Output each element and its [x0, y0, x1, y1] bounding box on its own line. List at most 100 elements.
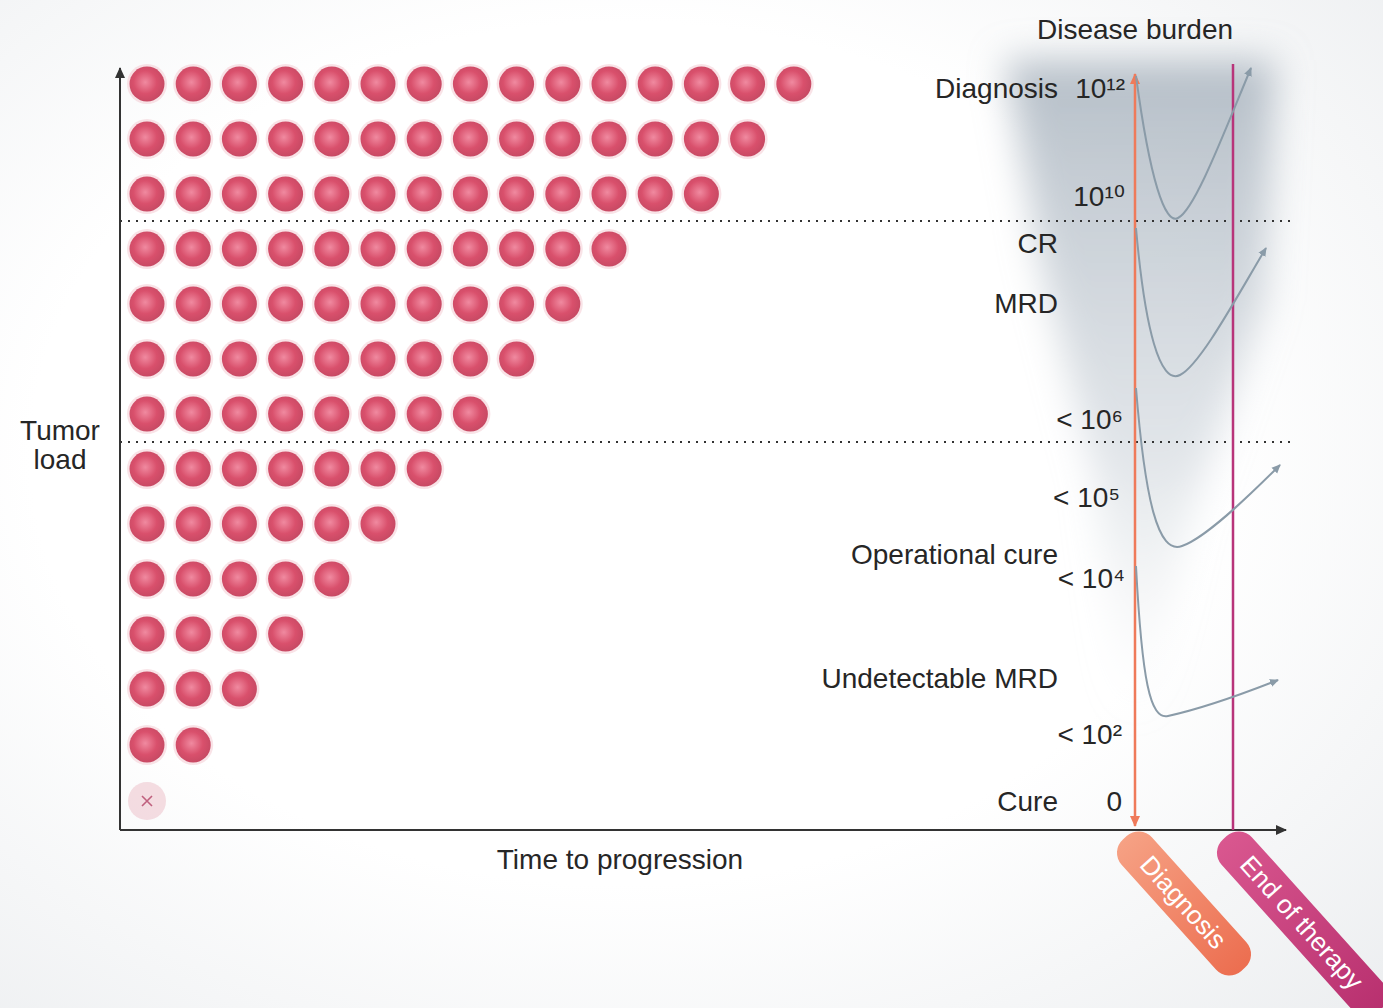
tumor-cell	[499, 342, 534, 377]
timepoint-badge: End of therapy	[1210, 824, 1383, 1008]
cell-halo	[173, 669, 213, 709]
tumor-cell	[684, 67, 719, 102]
tumor-cell	[545, 122, 580, 157]
cell-halo	[219, 339, 259, 379]
cell-halo	[266, 119, 306, 159]
cell-halo	[497, 284, 537, 324]
tumor-cell	[361, 452, 396, 487]
tumor-cell	[222, 232, 257, 267]
cell-halo	[681, 119, 721, 159]
cell-halo	[404, 119, 444, 159]
cell-halo	[219, 614, 259, 654]
cell-halo	[358, 229, 398, 269]
tumor-cell	[130, 177, 165, 212]
tumor-cell	[314, 507, 349, 542]
end-of-therapy-line	[1232, 64, 1235, 830]
axis-label: Undetectable MRD	[821, 665, 1058, 693]
cell-halo	[543, 64, 583, 104]
tumor-cell	[361, 287, 396, 322]
cell-halo	[312, 284, 352, 324]
cell-halo	[404, 449, 444, 489]
tumor-cell	[314, 562, 349, 597]
axis-label: < 10⁶	[1056, 406, 1123, 434]
tumor-cell	[545, 177, 580, 212]
x-axis	[120, 829, 1286, 831]
tumor-cell	[314, 287, 349, 322]
tumor-cell	[176, 728, 211, 763]
cell-halo	[543, 284, 583, 324]
tumor-cell	[176, 122, 211, 157]
diagnosis-line	[1134, 74, 1137, 826]
tumor-cell	[314, 452, 349, 487]
cell-halo	[173, 725, 213, 765]
tumor-cell	[361, 232, 396, 267]
cell-halo	[358, 284, 398, 324]
tumor-cell	[407, 287, 442, 322]
tumor-cell	[176, 452, 211, 487]
cell-halo	[358, 174, 398, 214]
tumor-cell	[638, 67, 673, 102]
tumor-cell	[130, 507, 165, 542]
tumor-cell	[453, 67, 488, 102]
cell-halo	[312, 64, 352, 104]
cell-halo	[404, 339, 444, 379]
cell-halo	[173, 559, 213, 599]
cell-halo	[497, 174, 537, 214]
cell-halo	[219, 174, 259, 214]
cell-halo	[127, 394, 167, 434]
axis-label: 10¹²	[1075, 75, 1125, 103]
tumor-cell	[222, 67, 257, 102]
axis-label: CR	[1018, 230, 1058, 258]
cell-halo	[450, 174, 490, 214]
axis-label: < 10⁴	[1058, 565, 1125, 593]
tumor-cell	[314, 232, 349, 267]
tumor-cell	[130, 122, 165, 157]
cell-halo	[127, 174, 167, 214]
axis-label: < 10²	[1057, 721, 1122, 749]
cell-halo	[127, 229, 167, 269]
cell-halo	[728, 64, 768, 104]
cell-halo	[266, 394, 306, 434]
cell-halo	[219, 229, 259, 269]
tumor-cell	[222, 177, 257, 212]
axis-label: 10¹⁰	[1073, 183, 1125, 211]
cell-halo	[127, 614, 167, 654]
tumor-cell	[361, 67, 396, 102]
axis-label: Operational cure	[851, 541, 1058, 569]
tumor-cell	[730, 122, 765, 157]
cell-halo	[312, 119, 352, 159]
cell-halo	[589, 119, 629, 159]
dead-cell	[128, 782, 166, 820]
tumor-cell	[453, 232, 488, 267]
cell-halo	[635, 119, 675, 159]
axis-label: Cure	[997, 788, 1058, 816]
tumor-cell	[592, 232, 627, 267]
tumor-cell	[176, 562, 211, 597]
cell-halo	[173, 229, 213, 269]
axis-label: Diagnosis	[935, 75, 1058, 103]
tumor-cell	[130, 342, 165, 377]
tumor-cell	[130, 232, 165, 267]
cell-halo	[127, 669, 167, 709]
tumor-cell	[499, 177, 534, 212]
cell-halo	[635, 174, 675, 214]
tumor-cell	[314, 342, 349, 377]
cell-halo	[173, 64, 213, 104]
cell-halo	[312, 394, 352, 434]
tumor-cell	[222, 287, 257, 322]
tumor-cell	[268, 232, 303, 267]
tumor-cell	[684, 177, 719, 212]
response-curve	[1136, 388, 1280, 547]
tumor-cell	[407, 397, 442, 432]
tumor-cell	[499, 122, 534, 157]
tumor-cell	[130, 67, 165, 102]
cell-halo	[266, 614, 306, 654]
cell-halo	[219, 559, 259, 599]
tumor-cell	[361, 397, 396, 432]
cell-halo	[312, 174, 352, 214]
tumor-cell	[268, 67, 303, 102]
cell-halo	[266, 174, 306, 214]
cell-halo	[219, 394, 259, 434]
cell-halo	[127, 64, 167, 104]
tumor-cell	[268, 122, 303, 157]
